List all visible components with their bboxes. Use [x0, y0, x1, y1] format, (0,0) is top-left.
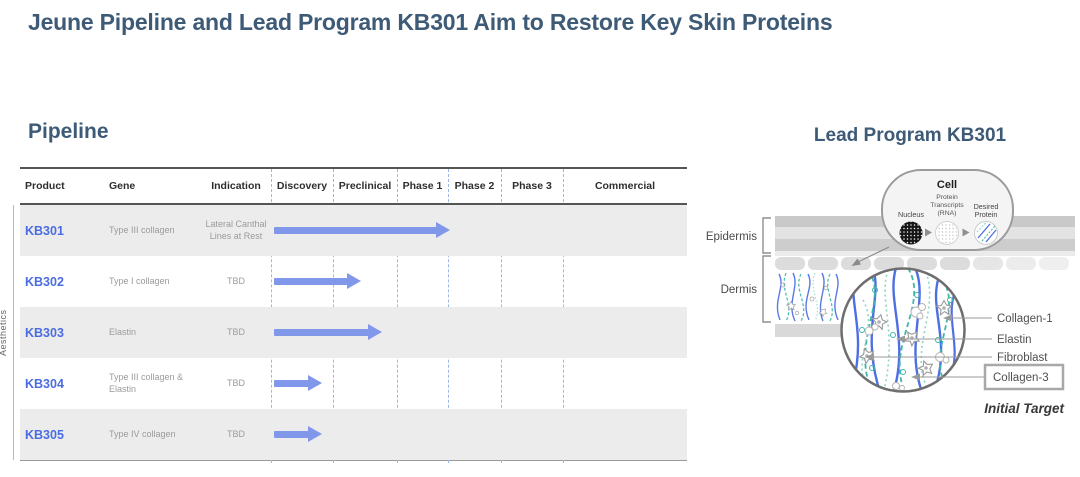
- arrow-head-icon: [368, 324, 382, 340]
- pipeline-heading: Pipeline: [28, 120, 109, 143]
- arrow-head-icon: [308, 375, 322, 391]
- table-header: Product Gene Indication Discovery Precli…: [20, 169, 687, 205]
- nucleus-dots: [899, 221, 923, 245]
- collagen1-label: Collagen-1: [997, 313, 1053, 325]
- elastin-label: Elastin: [997, 334, 1032, 346]
- cell-title: Cell: [937, 179, 957, 191]
- basal-cell-row: [775, 257, 1069, 270]
- dermis-label: Dermis: [721, 284, 758, 296]
- arrow-body: [274, 380, 310, 387]
- annotation-leaders: [872, 317, 992, 378]
- arrow-head-icon: [436, 222, 450, 238]
- progress-arrow-kb302: [274, 256, 361, 307]
- category-bracket-line: [13, 205, 14, 460]
- lead-program-diagram: Epidermis Dermis Cell Protein Transcript…: [706, 169, 1075, 416]
- fibroblast-label: Fibroblast: [997, 352, 1048, 364]
- arrow-body: [274, 431, 310, 438]
- product-name: KB305: [25, 427, 64, 442]
- col-header-indication: Indication: [211, 180, 261, 192]
- transcripts-label-line1: Protein: [936, 194, 958, 201]
- product-name: KB301: [25, 223, 64, 238]
- progress-arrow-kb301: [274, 205, 450, 256]
- epidermis-bracket: [762, 217, 771, 254]
- cell-pointer-arrow-icon: [851, 258, 861, 266]
- slide-title: Jeune Pipeline and Lead Program KB301 Ai…: [28, 9, 833, 35]
- progress-arrow-kb303: [274, 307, 382, 358]
- arrow-head-icon: [308, 426, 322, 442]
- arrow-body: [274, 227, 438, 234]
- transcripts-label-line2: Transcripts: [930, 202, 964, 209]
- annotation-arrowheads: [865, 314, 952, 381]
- arrow-head-icon: [347, 273, 361, 289]
- arrow-body: [274, 278, 349, 285]
- indication-cell: Lateral Canthal Lines at Rest: [205, 218, 267, 241]
- table-row-kb304: KB304 Type III collagen & Elastin TBD: [20, 358, 687, 409]
- rna-dots: [936, 222, 958, 244]
- col-header-preclinical: Preclinical: [338, 180, 392, 192]
- table-rows: KB301 Type III collagen Lateral Canthal …: [20, 205, 687, 460]
- flow-arrow-icon: [925, 228, 932, 237]
- gene-cell: Type III collagen: [109, 224, 175, 235]
- table-row-kb303: KB303 Elastin TBD: [20, 307, 687, 358]
- desired-protein-icon: [974, 221, 998, 245]
- collagen3-highlight-box: [983, 363, 1065, 391]
- gene-cell: Elastin: [109, 326, 137, 337]
- category-label-aesthetics: Aesthetics: [0, 309, 8, 356]
- dermis-bracket: [762, 255, 771, 323]
- gene-cell: Type IV collagen: [109, 428, 176, 439]
- col-header-phase3: Phase 3: [512, 180, 552, 192]
- desired-protein-label-line1: Desired: [974, 202, 999, 211]
- indication-cell: TBD: [227, 275, 245, 286]
- gene-cell: Type III collagen & Elastin: [109, 371, 184, 394]
- col-header-discovery: Discovery: [276, 180, 328, 192]
- transcripts-label-line3: (RNA): [938, 210, 957, 217]
- pipeline-table: Product Gene Indication Discovery Precli…: [20, 167, 687, 463]
- product-name: KB304: [25, 376, 64, 391]
- progress-arrow-kb304: [274, 358, 322, 409]
- indication-cell: TBD: [227, 377, 245, 388]
- cell-callout: Cell Protein Transcripts (RNA) Nucleus D…: [851, 169, 1014, 266]
- dermis-fibre-texture: [776, 272, 839, 322]
- table-row-kb301: KB301 Type III collagen Lateral Canthal …: [20, 205, 687, 256]
- lead-program-heading: Lead Program KB301: [813, 125, 1007, 146]
- product-name: KB302: [25, 274, 64, 289]
- cell-pointer-line: [855, 246, 890, 264]
- table-row-kb302: KB302 Type I collagen TBD: [20, 256, 687, 307]
- magnifier-circle: [840, 267, 966, 393]
- progress-arrow-kb305: [274, 409, 322, 460]
- col-header-phase1: Phase 1: [402, 180, 443, 192]
- col-header-product: Product: [25, 180, 65, 192]
- table-row-kb305: KB305 Type IV collagen TBD: [20, 409, 687, 460]
- product-name: KB303: [25, 325, 64, 340]
- epidermis-label: Epidermis: [706, 231, 757, 243]
- gene-cell: Type I collagen: [109, 275, 170, 286]
- nucleus-label: Nucleus: [898, 210, 924, 219]
- desired-protein-label-line2: Protein: [975, 210, 998, 219]
- col-header-phase2: Phase 2: [454, 180, 495, 192]
- desired-protein-strands: [976, 221, 997, 243]
- initial-target-label: Initial Target: [984, 401, 1064, 416]
- collagen3-label: Collagen-3: [993, 372, 1049, 384]
- flow-arrow-icon: [962, 228, 970, 237]
- arrow-body: [274, 329, 370, 336]
- indication-cell: TBD: [227, 428, 245, 439]
- col-header-commercial: Commercial: [594, 180, 656, 192]
- col-header-gene: Gene: [109, 180, 136, 192]
- indication-cell: TBD: [227, 326, 245, 337]
